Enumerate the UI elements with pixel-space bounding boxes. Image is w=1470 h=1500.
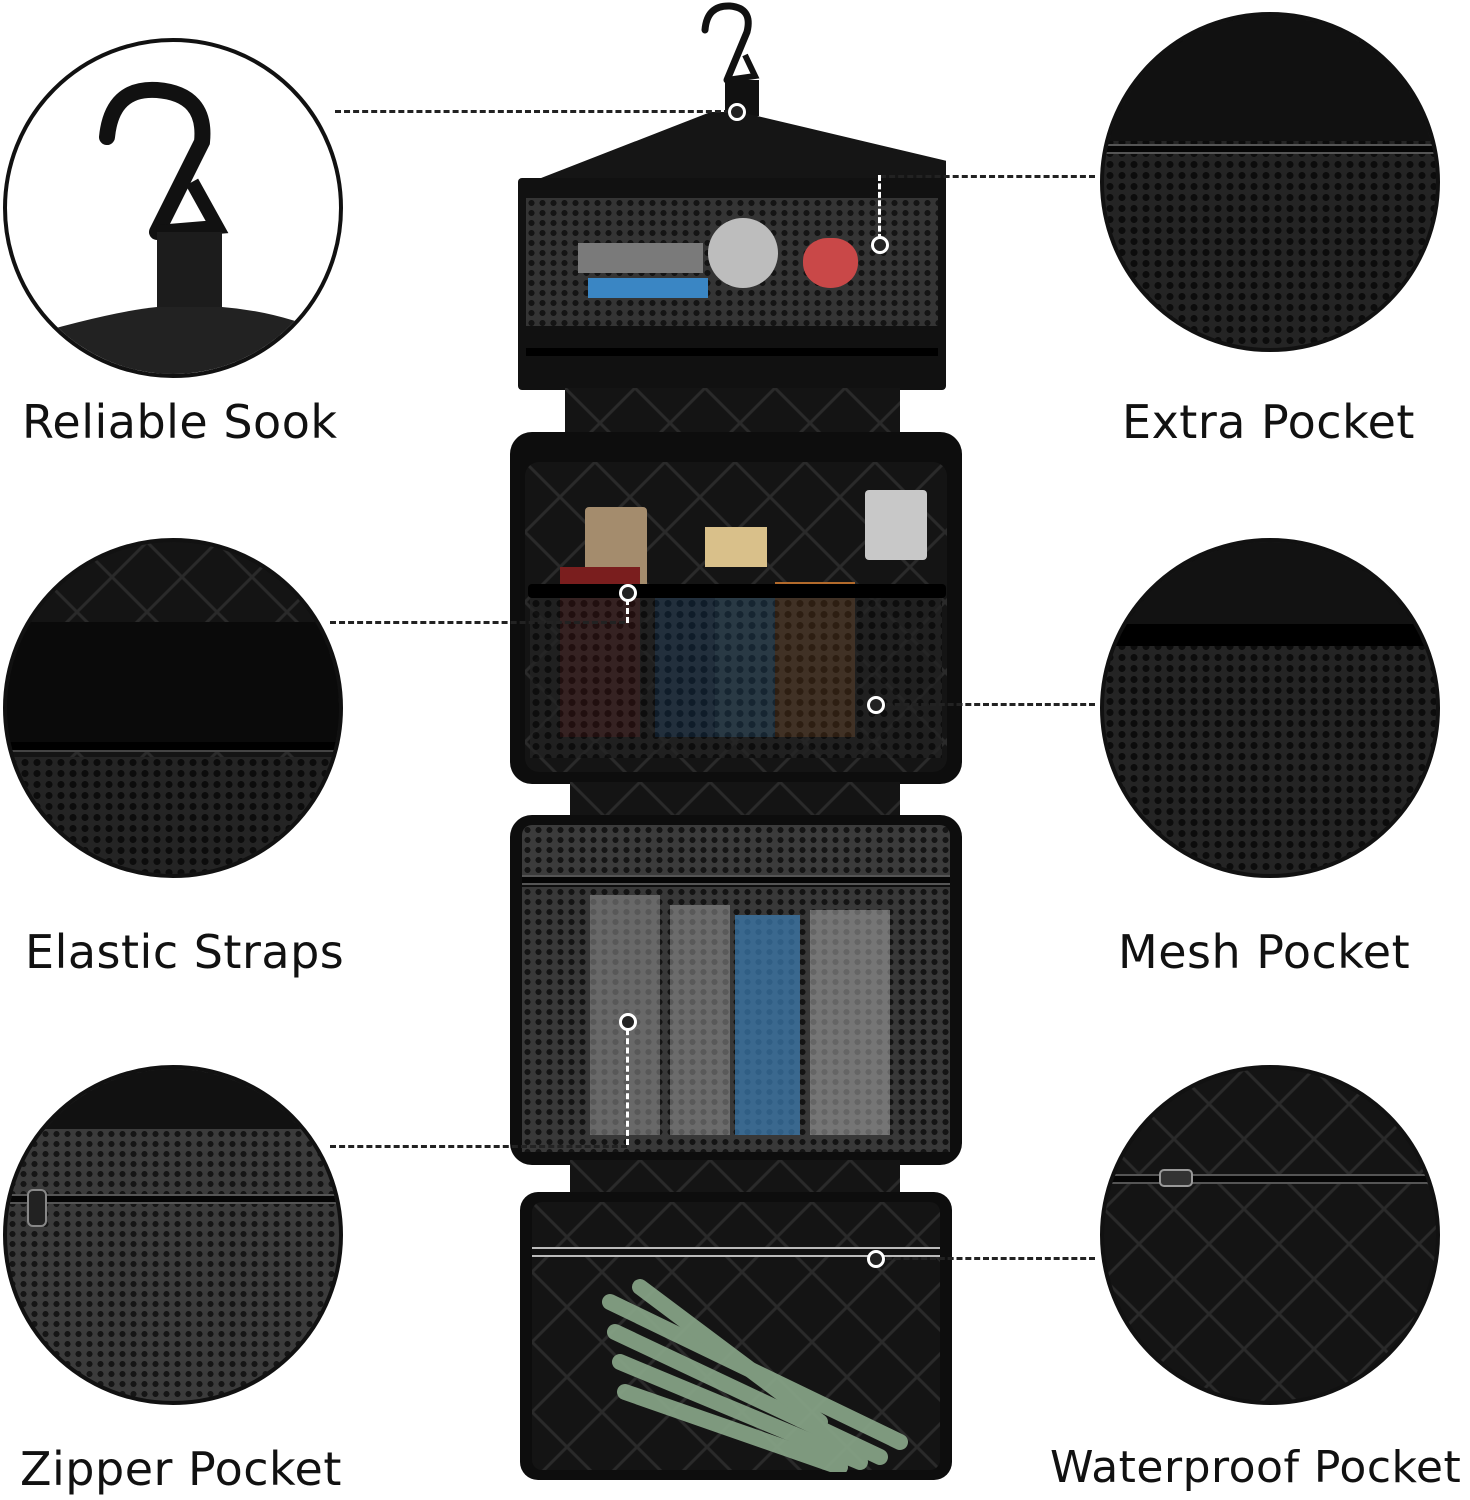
waterproof-pocket-callout-dot [867, 1250, 885, 1268]
extra-pocket-label: Extra Pocket [1122, 395, 1415, 449]
mesh-pocket-label: Mesh Pocket [1118, 925, 1411, 979]
elastic-straps-label: Elastic Straps [25, 925, 345, 979]
zipper-compartment [510, 815, 962, 1165]
extra-pocket-callout-dot [871, 236, 889, 254]
zipper-pocket-callout-line [330, 1145, 627, 1148]
elastic-straps-circle [3, 538, 343, 878]
waterproof-compartment [520, 1192, 952, 1480]
mesh-pocket-circle [1100, 538, 1440, 878]
toiletry-bag [510, 0, 962, 1490]
extra-pocket-callout-line [880, 175, 1095, 178]
elastic-straps-callout-line [330, 621, 625, 624]
zipper-pocket-callout-dot [619, 1013, 637, 1031]
middle-compartment [510, 432, 962, 784]
elastic-straps-callout-dot [619, 584, 637, 602]
extra-pocket-circle [1100, 12, 1440, 352]
waterproof-pocket-circle [1100, 1065, 1440, 1405]
mesh-pocket-callout-dot [867, 696, 885, 714]
top-pocket-panel [518, 178, 946, 390]
zipper-pocket-circle [3, 1065, 343, 1405]
hook-label: Reliable Sook [22, 395, 338, 449]
hook-icon [7, 81, 339, 374]
hook-callout-line [335, 110, 730, 113]
hook-detail-circle [3, 38, 343, 378]
waterproof-pocket-callout-line [877, 1257, 1095, 1260]
hook-callout-dot [728, 103, 746, 121]
hanger-hook-icon [701, 2, 760, 116]
zipper-pocket-label: Zipper Pocket [20, 1442, 342, 1496]
brushes-icon [602, 1279, 908, 1472]
waterproof-pocket-label: Waterproof Pocket [1050, 1442, 1462, 1493]
mesh-pocket-callout-line [877, 703, 1095, 706]
